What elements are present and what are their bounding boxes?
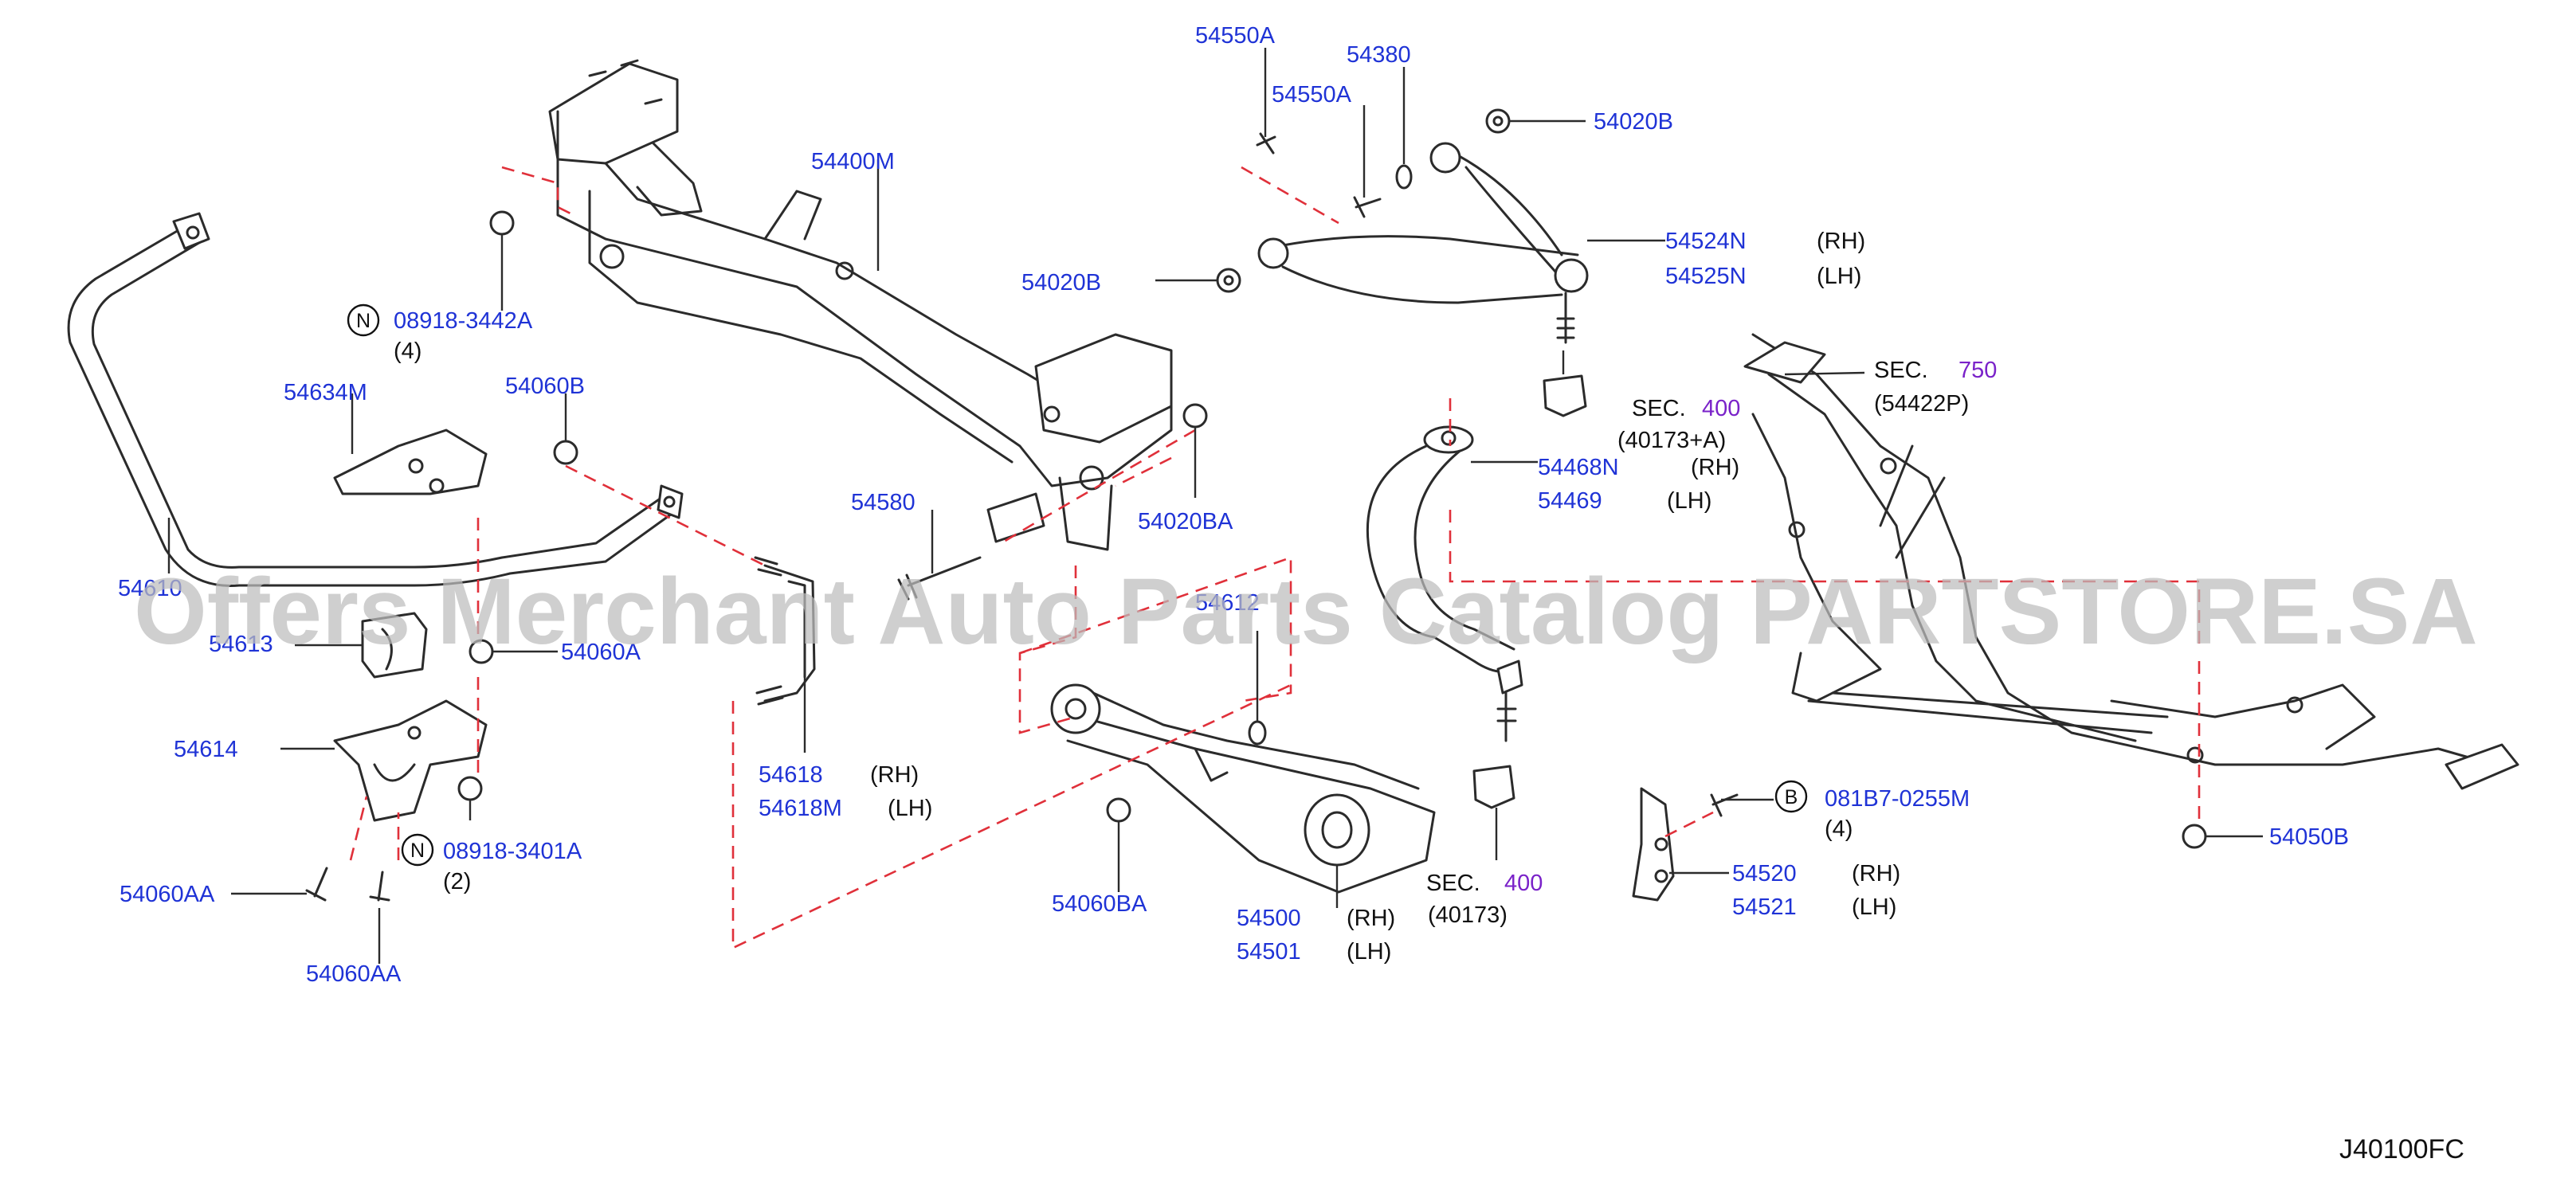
side-rh: (RH) xyxy=(1817,229,1865,254)
label-54521[interactable]: 54521 xyxy=(1732,894,1797,920)
label-081B7-0255M[interactable]: 081B7-0255M xyxy=(1825,786,1970,812)
transverse-link-drawing xyxy=(1050,683,1436,894)
front-crossmember-drawing xyxy=(548,59,1173,551)
side-lh: (LH) xyxy=(1667,488,1711,514)
nut-08918-3442A-drawing xyxy=(489,210,515,236)
label-54612[interactable]: 54612 xyxy=(1195,590,1260,616)
callout-n-3401A: N xyxy=(401,833,434,867)
bolt-081B7-0255M-drawing xyxy=(1710,793,1739,817)
label-54060A[interactable]: 54060A xyxy=(561,640,641,665)
side-rh: (RH) xyxy=(870,762,919,788)
bolt-54580-drawing xyxy=(897,556,982,601)
washer-54380-drawing xyxy=(1395,164,1413,190)
callout-n-3442A: N xyxy=(347,303,380,337)
svg-text:N: N xyxy=(356,310,371,332)
nut-54060BA-drawing xyxy=(1106,797,1131,823)
stabilizer-bar-drawing xyxy=(67,212,684,587)
label-54020B-left[interactable]: 54020B xyxy=(1021,270,1101,296)
bracket-54520-drawing xyxy=(1632,787,1675,902)
label-08918-3401A[interactable]: 08918-3401A xyxy=(443,839,582,864)
label-54520[interactable]: 54520 xyxy=(1732,861,1797,886)
section-400-bottom[interactable]: 400 xyxy=(1504,871,1543,896)
side-lh: (LH) xyxy=(1817,264,1861,289)
ref-40173: (40173) xyxy=(1428,902,1508,928)
label-54500[interactable]: 54500 xyxy=(1237,906,1301,931)
leader-lines xyxy=(167,48,2263,964)
label-54614[interactable]: 54614 xyxy=(174,737,238,762)
stabilizer-connecting-rod-drawing xyxy=(754,556,816,706)
nut-54020B-top-drawing xyxy=(1485,108,1511,134)
ref-54422P: (54422P) xyxy=(1874,391,1969,417)
bolt-54550A-2-drawing xyxy=(1353,196,1382,218)
label-54618[interactable]: 54618 xyxy=(759,762,823,788)
section-ref: SEC. xyxy=(1632,396,1686,421)
svg-text:B: B xyxy=(1785,786,1798,808)
section-ref: SEC. xyxy=(1426,871,1480,896)
upper-link-drawing xyxy=(1257,142,1589,344)
label-54060AA-2[interactable]: 54060AA xyxy=(306,961,402,987)
label-54060AA-1[interactable]: 54060AA xyxy=(120,882,215,907)
bushing-sec400-top-drawing xyxy=(1543,374,1587,417)
ref-40173-a: (40173+A) xyxy=(1617,428,1726,453)
qty-4: (4) xyxy=(394,339,421,364)
side-rh: (RH) xyxy=(1852,861,1900,886)
label-54525N[interactable]: 54525N xyxy=(1665,264,1747,289)
label-54501[interactable]: 54501 xyxy=(1237,939,1301,965)
dashed-guide-lines xyxy=(349,166,2201,950)
section-400-top[interactable]: 400 xyxy=(1702,396,1740,421)
bushing-sec400-bottom-drawing xyxy=(1472,765,1515,809)
bolt-54060AA-1-drawing xyxy=(305,867,328,902)
stabilizer-bracket-upper-drawing xyxy=(333,429,488,495)
side-rh: (RH) xyxy=(1347,906,1395,931)
nut-54050B-drawing xyxy=(2182,824,2207,849)
label-54550A-2[interactable]: 54550A xyxy=(1272,82,1352,108)
label-54550A-1[interactable]: 54550A xyxy=(1195,23,1276,49)
label-54060B[interactable]: 54060B xyxy=(505,374,585,399)
qty-4-b: (4) xyxy=(1825,816,1853,842)
diagram-code: J40100FC xyxy=(2339,1134,2464,1164)
label-54610[interactable]: 54610 xyxy=(118,576,182,601)
label-54634M[interactable]: 54634M xyxy=(284,380,367,405)
bolt-54060AA-2-drawing xyxy=(369,871,390,902)
label-08918-3442A[interactable]: 08918-3442A xyxy=(394,308,533,334)
side-lh: (LH) xyxy=(888,796,932,821)
side-lh: (LH) xyxy=(1852,894,1896,920)
label-54050B[interactable]: 54050B xyxy=(2269,824,2349,850)
washer-54612-drawing xyxy=(1248,720,1267,746)
label-54060BA[interactable]: 54060BA xyxy=(1052,891,1147,917)
nut-54020B-left-drawing xyxy=(1216,268,1241,293)
bolt-54550A-1-drawing xyxy=(1256,132,1276,155)
label-54020BA[interactable]: 54020BA xyxy=(1138,509,1233,534)
suspension-member-drawing xyxy=(1743,333,2519,790)
side-rh: (RH) xyxy=(1691,455,1739,480)
part-labels: 54550A 54550A 54380 54020B 54400M 54524N… xyxy=(118,23,2349,987)
nut-08918-3401A-drawing xyxy=(457,776,483,801)
nut-54020BA-drawing xyxy=(1182,403,1208,429)
nut-54060B-drawing xyxy=(553,440,578,465)
section-750[interactable]: 750 xyxy=(1958,358,1997,383)
label-54020B-top[interactable]: 54020B xyxy=(1594,109,1673,135)
callout-b-0255M: B xyxy=(1774,780,1808,813)
label-54618M[interactable]: 54618M xyxy=(759,796,842,821)
label-54400M[interactable]: 54400M xyxy=(811,149,895,174)
label-54468N[interactable]: 54468N xyxy=(1538,455,1619,480)
label-54380[interactable]: 54380 xyxy=(1347,42,1411,68)
bushing-drawing xyxy=(361,612,428,679)
label-54524N[interactable]: 54524N xyxy=(1665,229,1747,254)
label-54580[interactable]: 54580 xyxy=(851,490,916,515)
lower-link-drawing xyxy=(1366,425,1523,742)
section-ref: SEC. xyxy=(1874,358,1928,383)
qty-2: (2) xyxy=(443,869,471,894)
svg-text:N: N xyxy=(410,840,425,862)
label-54469[interactable]: 54469 xyxy=(1538,488,1602,514)
side-lh: (LH) xyxy=(1347,939,1391,965)
stabilizer-clamp-drawing xyxy=(333,699,488,822)
watermark: Offers Merchant Auto Parts Catalog PARTS… xyxy=(134,559,2478,664)
label-54613[interactable]: 54613 xyxy=(209,632,273,657)
